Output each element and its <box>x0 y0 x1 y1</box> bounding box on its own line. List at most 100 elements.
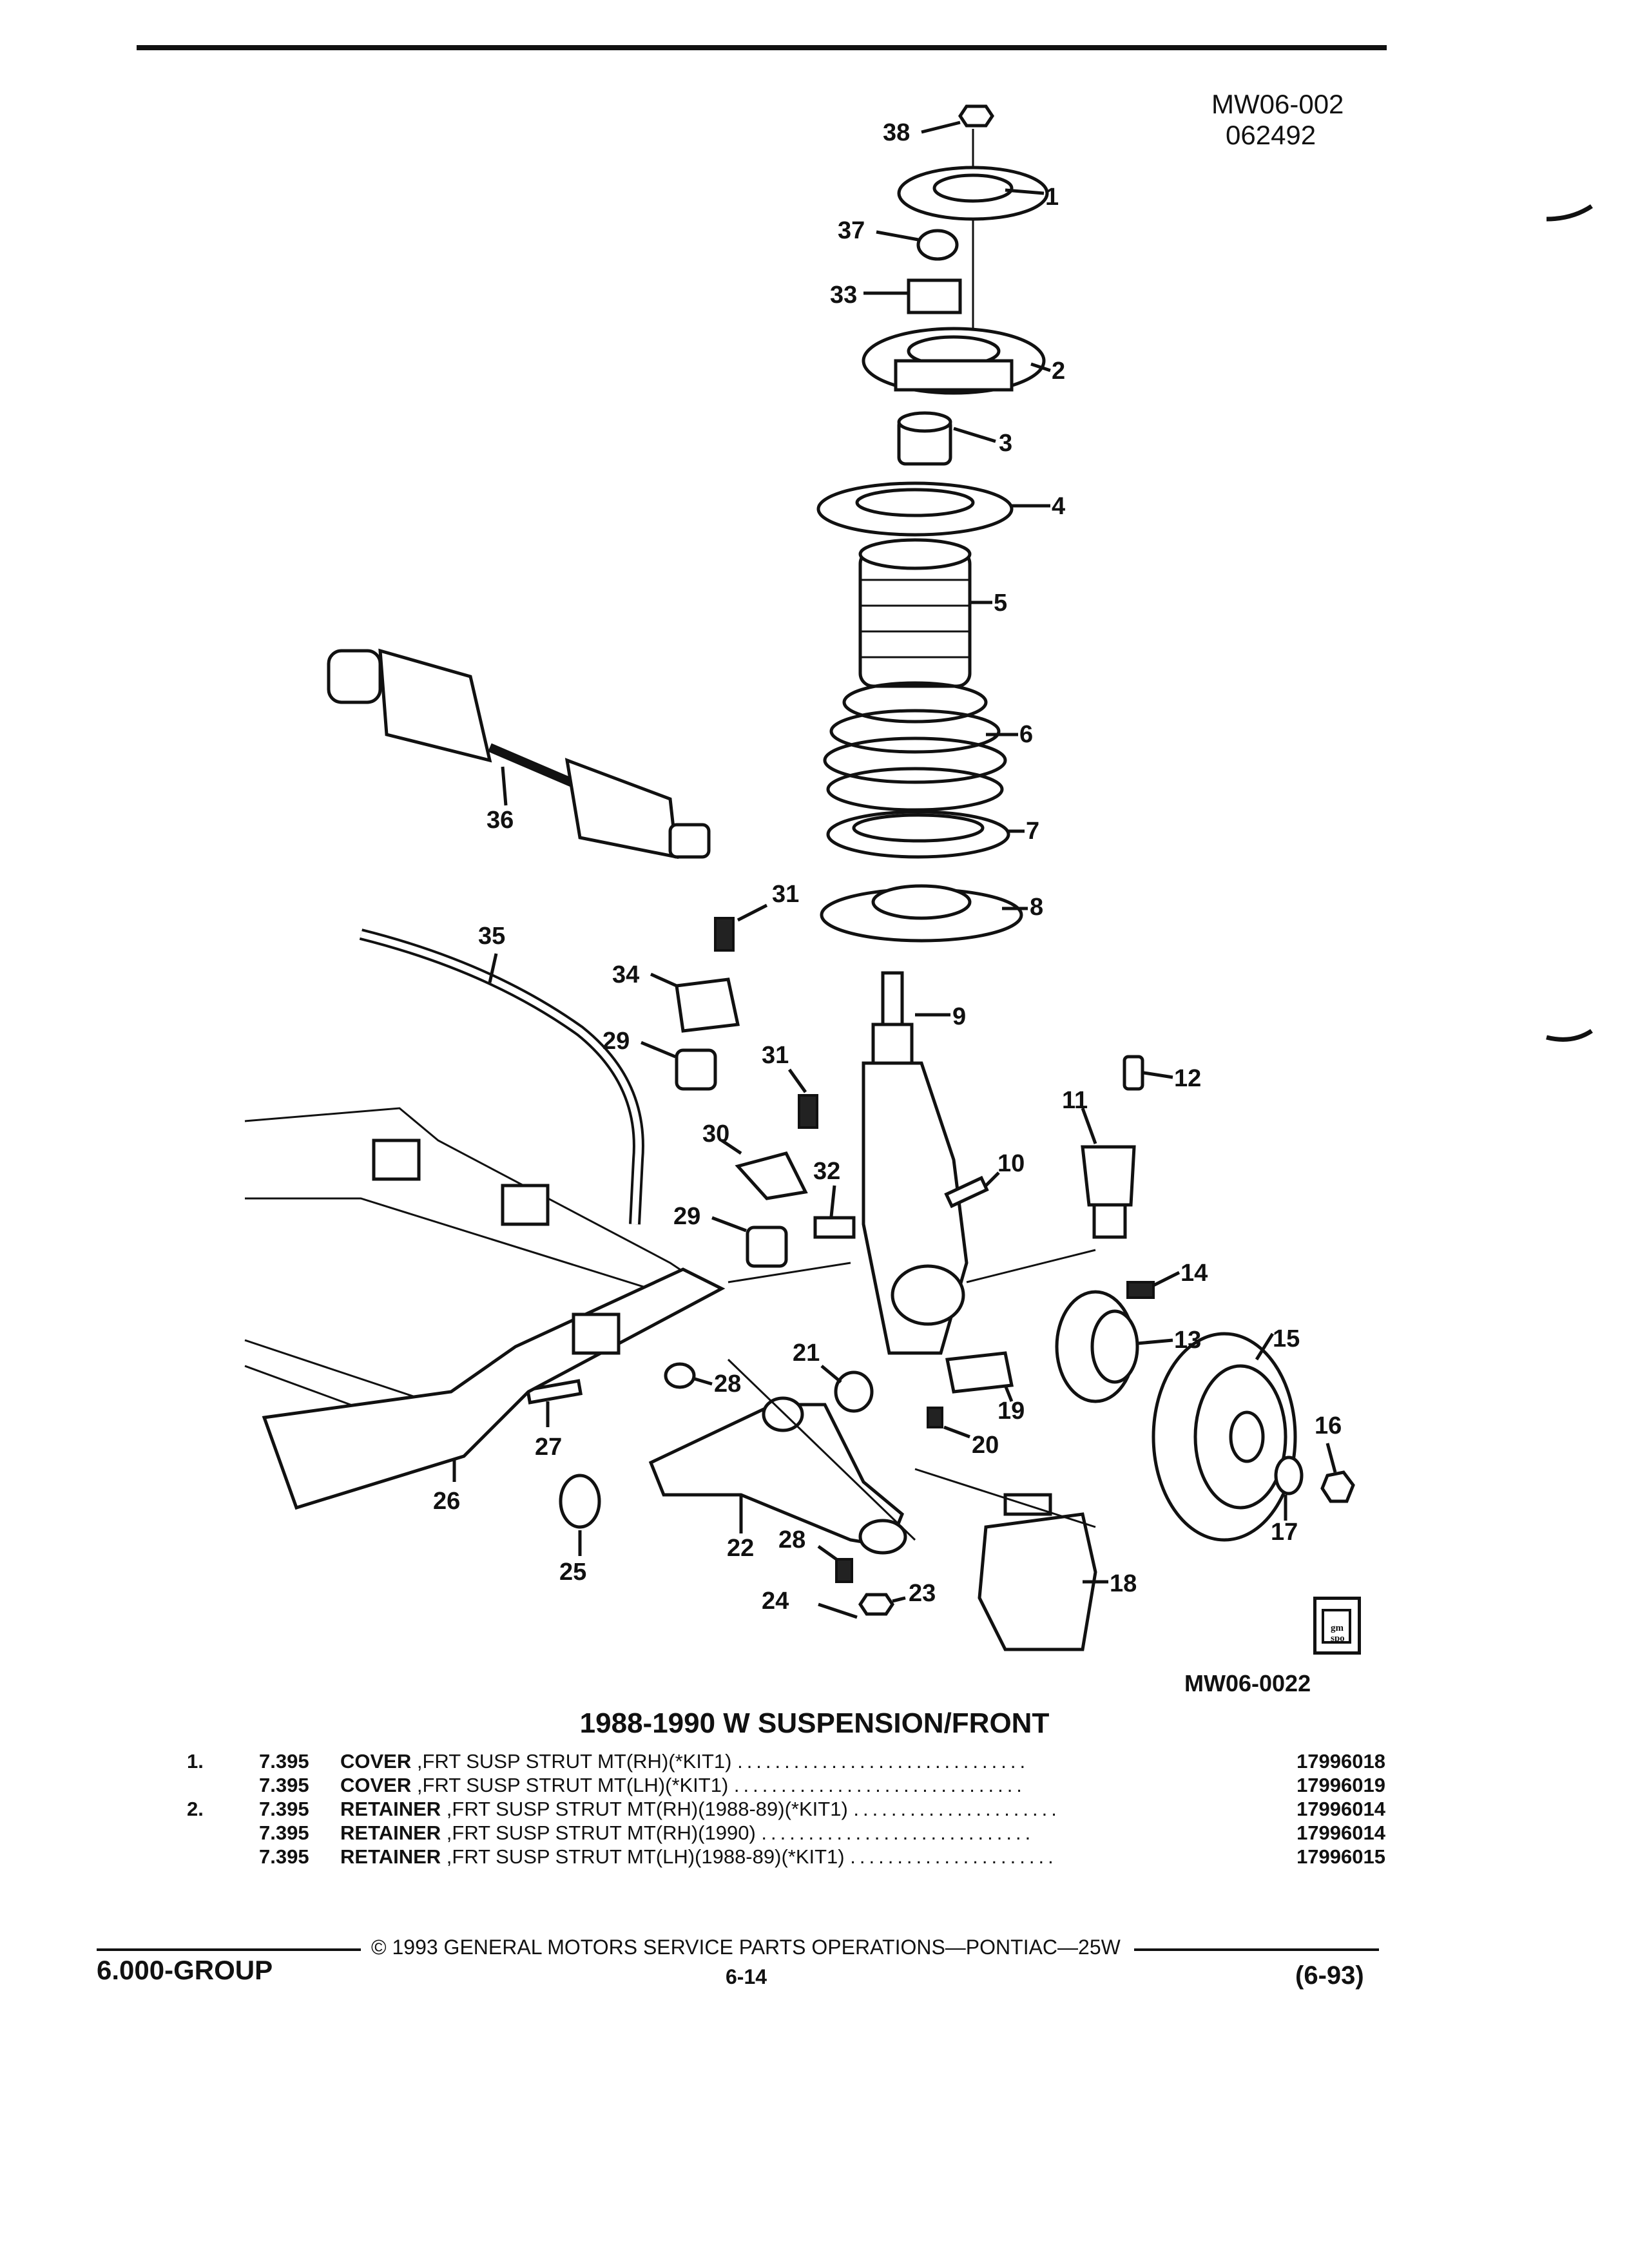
callout-16: 16 <box>1315 1412 1342 1439</box>
part-bracket-33 <box>863 278 962 314</box>
callout-23: 23 <box>909 1580 936 1607</box>
part-control-arm-22 <box>648 1396 907 1555</box>
footer-rule-left <box>97 1948 361 1951</box>
exploded-suspension-diagram: 38 1 37 33 2 3 4 5 6 36 7 8 31 35 34 9 2… <box>244 104 1593 1651</box>
callout-6: 6 <box>1019 721 1033 748</box>
part-number: 17996015 <box>1296 1845 1385 1868</box>
revision-code: (6-93) <box>1295 1961 1364 1990</box>
callout-29a: 29 <box>602 1028 630 1055</box>
callout-20: 20 <box>972 1432 999 1459</box>
callout-22: 22 <box>727 1535 754 1562</box>
callout-28b: 28 <box>778 1526 805 1553</box>
top-rule <box>137 45 1387 50</box>
copyright-notice: © 1993 GENERAL MOTORS SERVICE PARTS OPER… <box>371 1936 1121 1959</box>
part-bolt-28a <box>664 1362 713 1389</box>
part-seat-7 <box>826 810 1025 859</box>
callout-17: 17 <box>1271 1519 1298 1546</box>
callout-8: 8 <box>1030 894 1043 921</box>
part-spring-6 <box>823 681 1018 812</box>
callout-3: 3 <box>999 430 1012 457</box>
part-name: RETAINER ,FRT SUSP STRUT MT(RH)(1990) ..… <box>340 1821 1035 1844</box>
callout-35: 35 <box>478 923 505 950</box>
callout-34: 34 <box>612 961 639 988</box>
callout-24: 24 <box>762 1588 789 1615</box>
part-insulator-8 <box>820 884 1028 943</box>
part-name: RETAINER ,FRT SUSP STRUT MT(RH)(1988-89)… <box>340 1798 1061 1820</box>
part-nut-37 <box>876 229 959 261</box>
part-name: COVER ,FRT SUSP STRUT MT(RH)(*KIT1) ....… <box>340 1750 1030 1773</box>
part-number: 17996019 <box>1296 1774 1385 1796</box>
part-caliper-18 <box>978 1493 1108 1651</box>
part-number: 17996014 <box>1296 1798 1385 1820</box>
part-bolt-20 <box>927 1407 970 1439</box>
page-title: 1988-1990 W SUSPENSION/FRONT <box>579 1707 1050 1739</box>
item-number: 2. <box>187 1798 204 1820</box>
item-number: 1. <box>187 1750 204 1773</box>
part-bolt-28b <box>817 1544 853 1583</box>
part-bushing-25 <box>559 1474 601 1556</box>
group-number: 7.395 <box>259 1774 309 1796</box>
part-bolt-31b <box>787 1068 818 1129</box>
callout-27: 27 <box>535 1434 562 1461</box>
callout-38: 38 <box>883 119 910 146</box>
callout-37: 37 <box>838 217 865 244</box>
part-bolt-10 <box>944 1171 1000 1209</box>
part-joint-11 <box>1081 1108 1136 1239</box>
part-strut-9 <box>862 971 969 1355</box>
callout-30: 30 <box>702 1120 729 1148</box>
part-nut-38 <box>921 104 995 134</box>
callout-7: 7 <box>1026 818 1039 845</box>
parts-list-row: 2. 7.395 RETAINER ,FRT SUSP STRUT MT(RH)… <box>174 1798 1385 1821</box>
callout-26: 26 <box>433 1488 460 1515</box>
gm-spo-logo-frame: gm spo <box>1322 1609 1351 1644</box>
figure-reference: MW06-002 062492 <box>1211 89 1344 151</box>
callout-14: 14 <box>1181 1260 1208 1287</box>
part-bracket-19 <box>945 1351 1014 1402</box>
page-number: 6-14 <box>726 1965 767 1988</box>
part-link-32 <box>813 1185 856 1239</box>
part-nut-16 <box>1320 1443 1355 1503</box>
callout-2: 2 <box>1052 358 1065 385</box>
callout-21: 21 <box>793 1340 820 1367</box>
callout-28a: 28 <box>714 1370 741 1398</box>
diagram-code: MW06-0022 <box>1184 1670 1311 1696</box>
part-bracket-34 <box>650 972 740 1033</box>
parts-list-row: 7.395 RETAINER ,FRT SUSP STRUT MT(RH)(19… <box>174 1821 1385 1845</box>
callout-31a: 31 <box>772 881 799 908</box>
figure-date-code: 062492 <box>1226 120 1316 150</box>
group-label: 6.000-GROUP <box>97 1955 273 1985</box>
gm-spo-logo-text: gm spo <box>1331 1623 1345 1644</box>
callout-10: 10 <box>998 1150 1025 1177</box>
group-number: 7.395 <box>259 1750 309 1773</box>
part-cover-1 <box>897 166 1049 221</box>
callout-31b: 31 <box>762 1042 789 1069</box>
part-bracket-30 <box>720 1139 808 1200</box>
parts-list-row: 7.395 COVER ,FRT SUSP STRUT MT(LH)(*KIT1… <box>174 1774 1385 1798</box>
parts-list: 1. 7.395 COVER ,FRT SUSP STRUT MT(RH)(*K… <box>174 1750 1385 1869</box>
part-stabilizer-35 <box>359 928 644 1225</box>
callout-18: 18 <box>1110 1570 1137 1597</box>
part-bushing-29b <box>711 1216 788 1268</box>
callout-25: 25 <box>559 1559 586 1586</box>
callout-32: 32 <box>813 1158 840 1185</box>
parts-list-row: 7.395 RETAINER ,FRT SUSP STRUT MT(LH)(19… <box>174 1845 1385 1869</box>
callout-29b: 29 <box>673 1203 700 1230</box>
group-number: 7.395 <box>259 1798 309 1820</box>
callout-19: 19 <box>998 1398 1025 1425</box>
footer-rule-right <box>1134 1948 1379 1951</box>
callout-15: 15 <box>1273 1325 1300 1352</box>
callout-5: 5 <box>994 590 1007 617</box>
group-number: 7.395 <box>259 1845 309 1868</box>
parts-list-row: 1. 7.395 COVER ,FRT SUSP STRUT MT(RH)(*K… <box>174 1750 1385 1774</box>
part-number: 17996014 <box>1296 1821 1385 1844</box>
part-nut-23 <box>858 1593 906 1616</box>
part-bolt-31a <box>714 903 768 952</box>
callout-13: 13 <box>1174 1327 1201 1354</box>
part-seat-4 <box>816 481 1050 537</box>
callout-33: 33 <box>830 282 857 309</box>
part-bushing-3 <box>897 411 996 466</box>
figure-ref-code: MW06-002 <box>1211 89 1344 119</box>
part-crossmember <box>244 1107 726 1510</box>
callout-36: 36 <box>487 807 514 834</box>
gm-spo-logo: gm spo <box>1313 1597 1361 1655</box>
